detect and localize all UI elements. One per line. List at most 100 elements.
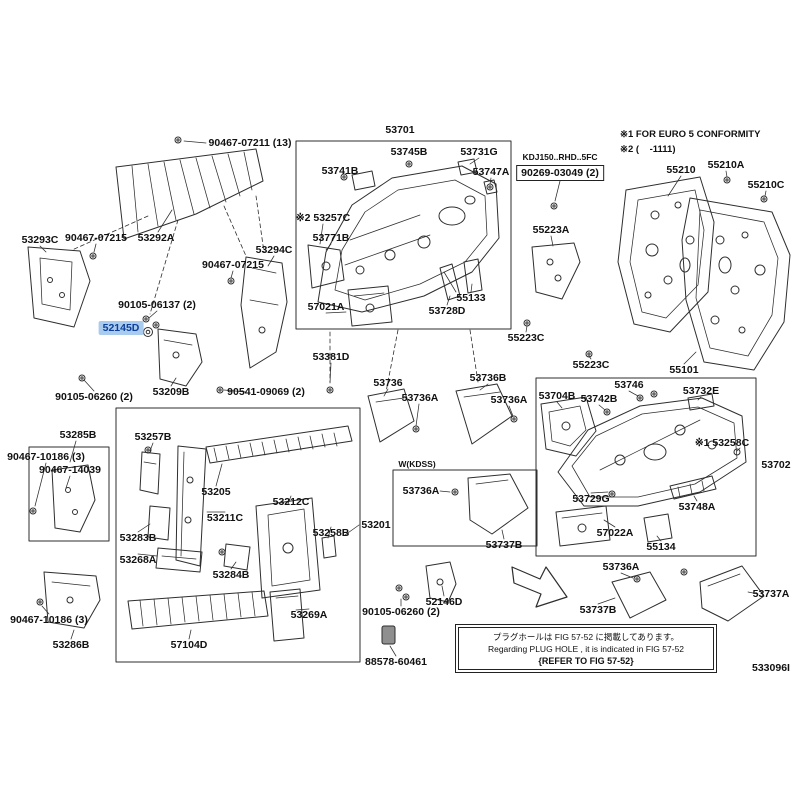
part-label-53702[interactable]: 53702	[761, 459, 791, 471]
diagram-code: 533096I	[752, 662, 790, 674]
part-label-90105-06137-2[interactable]: 90105-06137 (2)	[118, 299, 196, 311]
part-label-53293c[interactable]: 53293C	[21, 234, 59, 246]
part-label-90269-03049-2[interactable]: 90269-03049 (2)	[516, 165, 604, 181]
sketch-gusset-53737a	[699, 565, 765, 622]
part-label-90467-10186-3[interactable]: 90467-10186 (3)	[7, 451, 85, 463]
sketch-gusset-53737b-lower	[611, 571, 667, 619]
part-label-57021a[interactable]: 57021A	[307, 301, 345, 313]
part-label-53294c[interactable]: 53294C	[255, 244, 293, 256]
part-label-53747a[interactable]: 53747A	[472, 166, 510, 178]
part-label-53736b[interactable]: 53736B	[469, 372, 507, 384]
plug-hole-note-jp: プラグホールは FIG 57-52 に掲載してあります。	[492, 632, 680, 642]
sketch-bracket-53257b	[139, 451, 161, 495]
part-label-90467-07215[interactable]: 90467-07215	[65, 232, 127, 244]
sketch-apron-assembly-front	[307, 158, 500, 327]
sketch-bracket-52146d	[425, 561, 457, 603]
part-label-53736a[interactable]: 53736A	[401, 392, 439, 404]
kdss-option-box	[392, 469, 538, 547]
sketch-dash-panel-55210	[617, 176, 715, 333]
sketch-bracket-53286b	[43, 571, 101, 629]
conformity-note-2: ※2 ( -1111)	[620, 144, 676, 155]
part-label-53292a[interactable]: 53292A	[137, 232, 175, 244]
part-label-55210a[interactable]: 55210A	[707, 159, 745, 171]
part-label-55223c[interactable]: 55223C	[572, 359, 610, 371]
part-label-53257b[interactable]: 53257B	[134, 431, 172, 443]
part-label-53258b[interactable]: 53258B	[312, 527, 350, 539]
part-label-55101[interactable]: 55101	[669, 364, 699, 376]
part-label-90541-09069-2[interactable]: 90541-09069 (2)	[227, 386, 305, 398]
sketch-radiator-grille-support	[115, 148, 264, 240]
direction-arrow-icon	[511, 566, 568, 608]
part-label-53742b[interactable]: 53742B	[580, 393, 618, 405]
sketch-pad-88578	[381, 625, 396, 645]
part-label-90467-10186-3[interactable]: 90467-10186 (3)	[10, 614, 88, 626]
part-label-2-53257c[interactable]: ※2 53257C	[295, 212, 351, 224]
part-label-53745b[interactable]: 53745B	[390, 146, 428, 158]
part-label-53736[interactable]: 53736	[373, 377, 403, 389]
part-label-53269a[interactable]: 53269A	[290, 609, 328, 621]
part-label-53736a[interactable]: 53736A	[490, 394, 528, 406]
highlight-bolt-52145d	[143, 327, 153, 337]
part-label-53731g[interactable]: 53731G	[460, 146, 498, 158]
part-label-53285b[interactable]: 53285B	[59, 429, 97, 441]
part-label-52146d[interactable]: 52146D	[425, 596, 463, 608]
part-label-55223a[interactable]: 55223A	[532, 224, 570, 236]
part-label-53268a[interactable]: 53268A	[119, 554, 157, 566]
part-label-1-53258c[interactable]: ※1 53258C	[694, 437, 750, 449]
part-label-55133[interactable]: 55133	[456, 292, 486, 304]
part-label-57022a[interactable]: 57022A	[596, 527, 634, 539]
part-label-53748a[interactable]: 53748A	[678, 501, 716, 513]
part-label-53746[interactable]: 53746	[614, 379, 644, 391]
part-label-53728d[interactable]: 53728D	[428, 305, 466, 317]
part-label-53736a[interactable]: 53736A	[402, 485, 440, 497]
part-label-53201[interactable]: 53201	[361, 519, 391, 531]
part-label-55223c[interactable]: 55223C	[507, 332, 545, 344]
dashed-projection-lines	[71, 195, 479, 393]
part-label-90467-07211-13[interactable]: 90467-07211 (13)	[208, 137, 292, 149]
part-label-52145d[interactable]: 52145D	[98, 321, 144, 335]
part-label-55134[interactable]: 55134	[646, 541, 676, 553]
sketch-gusset-53736	[367, 388, 415, 443]
part-label-53704b[interactable]: 53704B	[538, 390, 576, 402]
sketch-gusset-53736b	[455, 383, 513, 445]
part-label-53209b[interactable]: 53209B	[152, 386, 190, 398]
sketch-bracket-53294c	[240, 256, 288, 369]
part-label-53729g[interactable]: 53729G	[572, 493, 610, 505]
part-label-90105-06260-2[interactable]: 90105-06260 (2)	[362, 606, 440, 618]
part-label-88578-60461[interactable]: 88578-60461	[365, 656, 427, 668]
plug-hole-note-en: Regarding PLUG HOLE , it is indicated in…	[487, 644, 685, 654]
part-label-53283b[interactable]: 53283B	[119, 532, 157, 544]
sketch-bracket-53285b	[28, 446, 110, 542]
part-label-53736a[interactable]: 53736A	[602, 561, 640, 573]
part-label-53737a[interactable]: 53737A	[752, 588, 790, 600]
part-label-w-kdss[interactable]: W(KDSS)	[398, 459, 436, 469]
part-label-53701[interactable]: 53701	[385, 124, 415, 136]
plug-hole-note-box: プラグホールは FIG 57-52 に掲載してあります。 Regarding P…	[455, 624, 717, 673]
part-label-53381d[interactable]: 53381D	[312, 351, 350, 363]
leader-lines	[34, 140, 767, 657]
part-label-53212c[interactable]: 53212C	[272, 496, 310, 508]
sketch-dash-panel-55101	[681, 197, 791, 371]
sketch-bracket-53209b	[157, 328, 203, 387]
part-label-90467-07215[interactable]: 90467-07215	[202, 259, 264, 271]
part-label-57104d[interactable]: 57104D	[170, 639, 208, 651]
part-label-53284b[interactable]: 53284B	[212, 569, 250, 581]
part-label-90105-06260-2[interactable]: 90105-06260 (2)	[55, 391, 133, 403]
part-label-53286b[interactable]: 53286B	[52, 639, 90, 651]
part-label-90467-14039[interactable]: 90467-14039	[39, 464, 101, 476]
part-label-53771b[interactable]: 53771B	[312, 232, 350, 244]
part-label-53211c[interactable]: 53211C	[206, 512, 244, 524]
sketch-apron-assembly-rear	[540, 393, 747, 547]
plug-hole-note-ref: {REFER TO FIG 57-52}	[538, 656, 634, 666]
part-label-53741b[interactable]: 53741B	[321, 165, 359, 177]
part-label-53205[interactable]: 53205	[201, 486, 231, 498]
part-label-53732e[interactable]: 53732E	[682, 385, 720, 397]
part-label-53737b[interactable]: 53737B	[579, 604, 617, 616]
part-label-kdj150-rhd-5fc[interactable]: KDJ150..RHD..5FC	[522, 152, 598, 162]
part-label-55210[interactable]: 55210	[666, 164, 696, 176]
part-label-55210c[interactable]: 55210C	[747, 179, 785, 191]
part-label-53737b[interactable]: 53737B	[485, 539, 523, 551]
sketch-gusset-53737b	[467, 473, 529, 535]
